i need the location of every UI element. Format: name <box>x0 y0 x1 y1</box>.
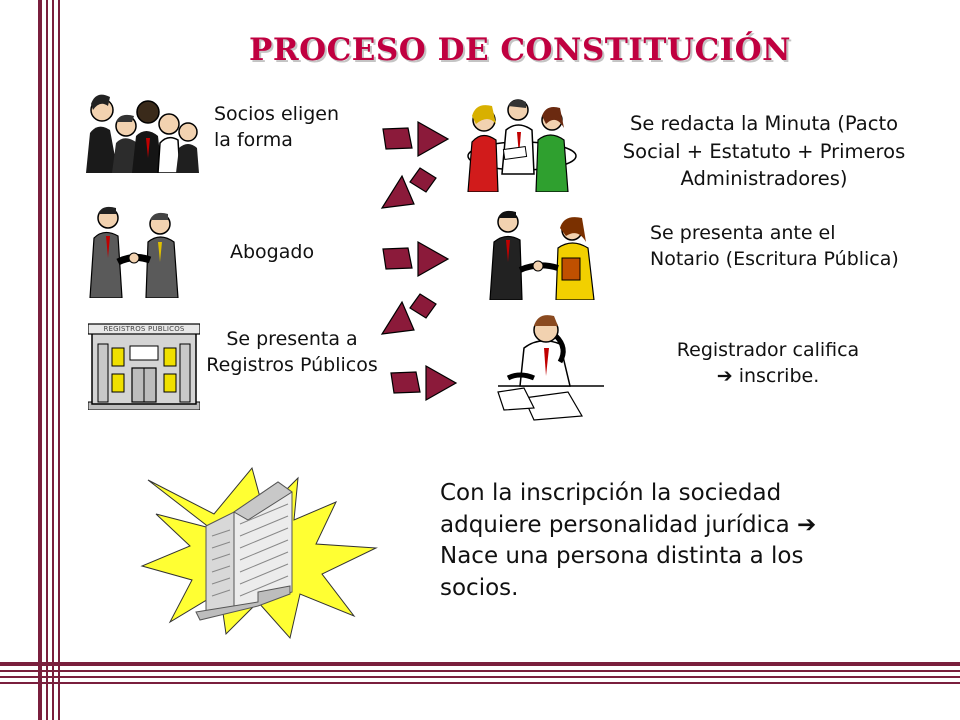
arrow-diagonal-1 <box>380 167 437 209</box>
step-registrador-text: Registrador califica ➔ inscribe. <box>650 338 886 389</box>
partners-group-clipart <box>86 94 199 173</box>
conclusion-line2-wrap: adquiere personalidad jurídica ➔ <box>440 510 860 542</box>
step-socios-text: Socios eligen la forma <box>214 102 339 153</box>
conclusion-text: Con la inscripción la sociedad adquiere … <box>440 478 860 605</box>
frame-line-left-1 <box>38 0 42 720</box>
frame-line-left-4 <box>58 0 60 720</box>
step-minuta-line2: Social + Estatuto + Primeros <box>622 139 906 163</box>
meeting-clipart <box>467 99 577 192</box>
conclusion-line3: Nace una persona distinta a los <box>440 543 804 570</box>
registry-building-sign: REGISTROS PUBLICOS <box>103 325 185 333</box>
frame-line-bottom-3 <box>0 676 960 678</box>
handshake-clipart <box>89 206 179 298</box>
frame-line-left-3 <box>52 0 54 720</box>
step-registrador-line1: Registrador califica <box>676 339 860 361</box>
frame-line-bottom-2 <box>0 670 960 672</box>
arrow-right-3 <box>390 364 458 402</box>
step-notario-text: Se presenta ante el Notario (Escritura P… <box>650 221 899 272</box>
step-socios-line2: la forma <box>214 128 293 151</box>
step-registrador-line2-wrap: ➔ inscribe. <box>650 364 886 390</box>
conclusion-line2: adquiere personalidad jurídica <box>440 511 790 538</box>
step-registros-line1: Se presenta a <box>226 328 358 350</box>
registrar-clipart <box>497 315 604 421</box>
arrow-right-1 <box>382 120 450 158</box>
step-socios-line1: Socios eligen <box>214 103 340 125</box>
step-minuta-line3: Administradores) <box>680 167 848 191</box>
step-registros-text: Se presenta a Registros Públicos <box>194 327 390 378</box>
conclusion-line4: socios. <box>440 575 519 602</box>
starburst-building-clipart <box>140 466 378 640</box>
step-registrador-line2: inscribe. <box>738 364 820 387</box>
arrow-right-glyph-icon: ➔ <box>716 364 733 387</box>
step-notario-line1: Se presenta ante el <box>650 222 836 244</box>
arrow-right-glyph-icon: ➔ <box>797 511 817 538</box>
step-minuta-text: Se redacta la Minuta (Pacto Social + Est… <box>596 110 932 193</box>
frame-line-bottom-1 <box>0 662 960 666</box>
registry-building-clipart <box>88 323 200 410</box>
notary-clipart <box>489 210 595 300</box>
arrow-right-2 <box>382 240 450 278</box>
frame-line-bottom-4 <box>0 682 960 684</box>
page-title: PROCESO DE CONSTITUCIÓN <box>249 32 791 68</box>
arrow-diagonal-2 <box>380 293 437 335</box>
step-registros-line2: Registros Públicos <box>206 353 378 376</box>
step-abogado-text: Abogado <box>230 241 315 263</box>
frame-line-left-2 <box>46 0 48 720</box>
step-minuta-line1: Se redacta la Minuta (Pacto <box>629 112 899 135</box>
step-notario-line2: Notario (Escritura Pública) <box>650 247 899 270</box>
conclusion-line1: Con la inscripción la sociedad <box>440 480 782 506</box>
